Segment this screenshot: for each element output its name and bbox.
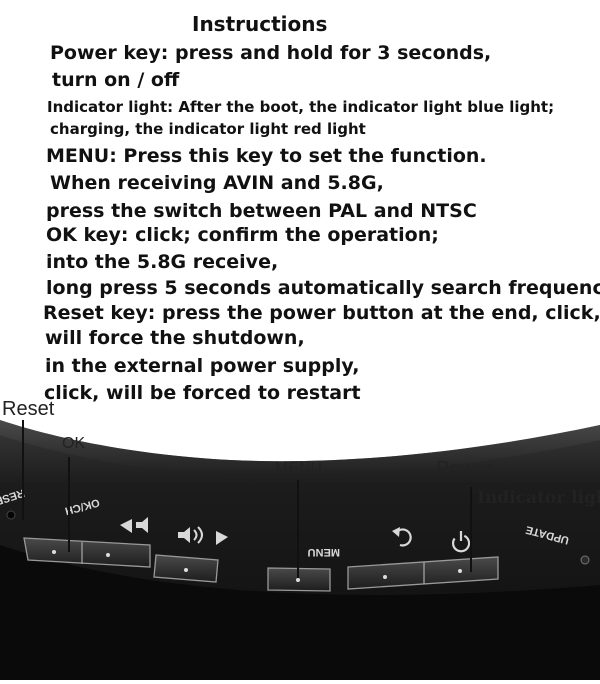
volume-button[interactable] <box>153 554 219 583</box>
return-icon <box>392 527 412 547</box>
instruction-line: Power key: press and hold for 3 seconds, <box>50 42 492 64</box>
instruction-line: Reset key: press the power button at the… <box>43 302 600 324</box>
callout-reset: Reset <box>2 398 55 420</box>
instruction-line: OK key: click; confirm the operation; <box>46 224 439 246</box>
reset-hole[interactable] <box>6 510 16 520</box>
callout-ok: OK <box>62 435 86 452</box>
instruction-line: press the switch between PAL and NTSC <box>46 200 477 222</box>
instruction-line: Indicator light: After the boot, the ind… <box>47 98 555 116</box>
device-body: RESET OK/CH MENU UPDATE <box>0 420 600 680</box>
ok-button[interactable] <box>23 537 151 568</box>
volume-up-icon <box>178 526 228 545</box>
callout-menu: MENU <box>275 460 323 477</box>
indicator-light <box>580 555 590 565</box>
instruction-line: long press 5 seconds automatically searc… <box>46 277 600 299</box>
power-icon <box>451 531 471 553</box>
leader-power <box>470 487 472 572</box>
menu-button[interactable] <box>267 567 331 592</box>
instruction-line: MENU: Press this key to set the function… <box>46 145 487 167</box>
leader-menu <box>297 480 299 578</box>
instructions-title: Instructions <box>192 12 328 36</box>
instruction-line: will force the shutdown, <box>45 327 305 349</box>
instruction-line: turn on / off <box>52 69 180 91</box>
callout-power: Power <box>436 458 493 480</box>
instruction-line: charging, the indicator light red light <box>50 120 366 138</box>
power-button[interactable] <box>347 556 499 590</box>
instruction-line: click, will be forced to restart <box>44 382 361 404</box>
instructions-text: Instructions Power key: press and hold f… <box>43 12 600 404</box>
instruction-line: into the 5.8G receive, <box>46 251 279 273</box>
instruction-line: in the external power supply, <box>45 355 360 377</box>
leader-reset <box>22 420 24 520</box>
leader-ok <box>68 457 70 552</box>
device-photo: RESET OK/CH MENU UPDATE Reset OK MENU <box>0 395 600 680</box>
volume-down-icon <box>120 517 148 533</box>
panel-label-menu: MENU <box>308 546 340 558</box>
instruction-line: When receiving AVIN and 5.8G, <box>50 172 384 194</box>
callout-indicator: Indicator light <box>477 488 600 508</box>
